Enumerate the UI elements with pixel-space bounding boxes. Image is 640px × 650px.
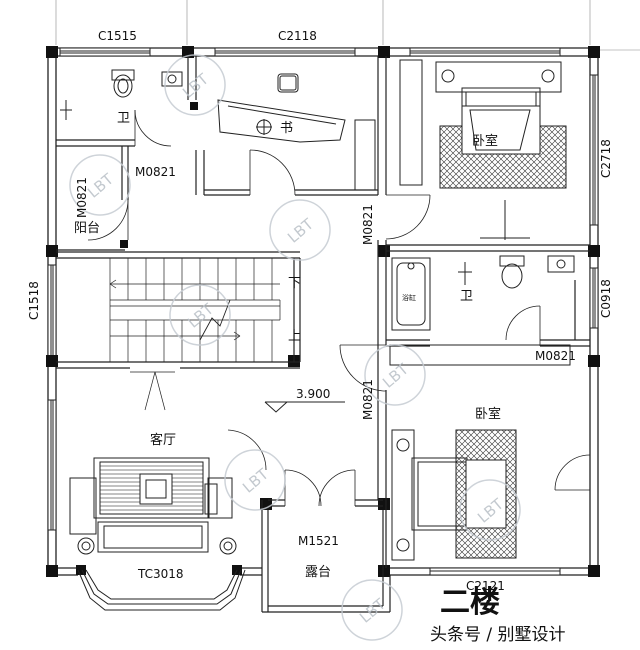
credit-text: 头条号 / 别墅设计 xyxy=(430,625,566,645)
label-yangtai: 阳台 xyxy=(74,221,100,236)
watermark-stamp-4: LBT xyxy=(169,284,231,346)
label-keting: 客厅 xyxy=(150,432,176,448)
label-c2718: C2718 xyxy=(599,139,613,178)
label-c2118: C2118 xyxy=(278,29,317,43)
watermark-stamp-1: LBT xyxy=(69,154,131,216)
label-m0821-right: M0821 xyxy=(535,349,576,363)
label-woshi-top: 卧室 xyxy=(472,133,498,149)
label-wei-top: 卫 xyxy=(117,111,130,126)
window-c0918 xyxy=(589,267,599,329)
bed-lower-right xyxy=(389,344,571,561)
label-m0821-lower: M0821 xyxy=(361,379,375,420)
labels: C1515 C2118 卫 书 卧室 C2718 M0821 M0821 阳台 … xyxy=(27,29,613,645)
doors xyxy=(87,109,591,507)
label-tc3018: TC3018 xyxy=(137,567,184,581)
window-left-lower xyxy=(47,399,57,531)
bathroom-fixtures xyxy=(391,255,575,331)
label-shang: 上 xyxy=(288,329,301,344)
floor-title: 二楼 xyxy=(440,585,500,620)
svg-text:LBT: LBT xyxy=(379,359,413,391)
label-c1515: C1515 xyxy=(98,29,137,43)
label-c1518: C1518 xyxy=(27,281,41,320)
bay-window-tc3018 xyxy=(77,569,246,611)
label-woshi-bottom: 卧室 xyxy=(475,406,501,422)
svg-text:LBT: LBT xyxy=(84,169,118,201)
label-lutai: 露台 xyxy=(305,565,331,580)
label-c0918: C0918 xyxy=(599,279,613,318)
watermark-stamp-8: LBT xyxy=(341,579,403,641)
window-c2121 xyxy=(429,567,561,576)
label-elevation: 3.900 xyxy=(296,387,330,401)
window-c2718 xyxy=(589,74,599,226)
svg-text:LBT: LBT xyxy=(284,214,318,246)
label-m1521: M1521 xyxy=(298,534,339,548)
watermark-stamp-3: LBT xyxy=(269,199,331,261)
label-yugang: 浴缸 xyxy=(402,293,416,302)
elevation-mark xyxy=(264,401,345,413)
watermark-stamp-6: LBT xyxy=(224,449,286,511)
staircase xyxy=(109,258,281,362)
living-room-sofa xyxy=(69,457,237,555)
window-c1518 xyxy=(47,264,57,361)
label-m0821-left: M0821 xyxy=(75,177,89,218)
window-top-right xyxy=(409,47,561,57)
svg-text:LBT: LBT xyxy=(184,299,218,331)
svg-text:LBT: LBT xyxy=(179,69,213,101)
window-c1515 xyxy=(59,47,151,57)
study-desk xyxy=(217,73,376,191)
label-c2121: C2121 xyxy=(466,579,505,593)
label-m0821-center: M0821 xyxy=(135,165,176,179)
toilet-top xyxy=(60,69,183,120)
svg-text:LBT: LBT xyxy=(356,594,390,626)
label-xia: 下 xyxy=(288,276,301,291)
svg-text:LBT: LBT xyxy=(239,464,273,496)
window-c2118 xyxy=(214,47,356,57)
window-marks xyxy=(130,371,175,411)
label-shu: 书 xyxy=(280,121,293,136)
axis-lines xyxy=(55,0,640,51)
label-m0821-vertical: M0821 xyxy=(361,204,375,245)
label-wei-right: 卫 xyxy=(460,289,473,304)
bed-top-right xyxy=(399,59,567,240)
